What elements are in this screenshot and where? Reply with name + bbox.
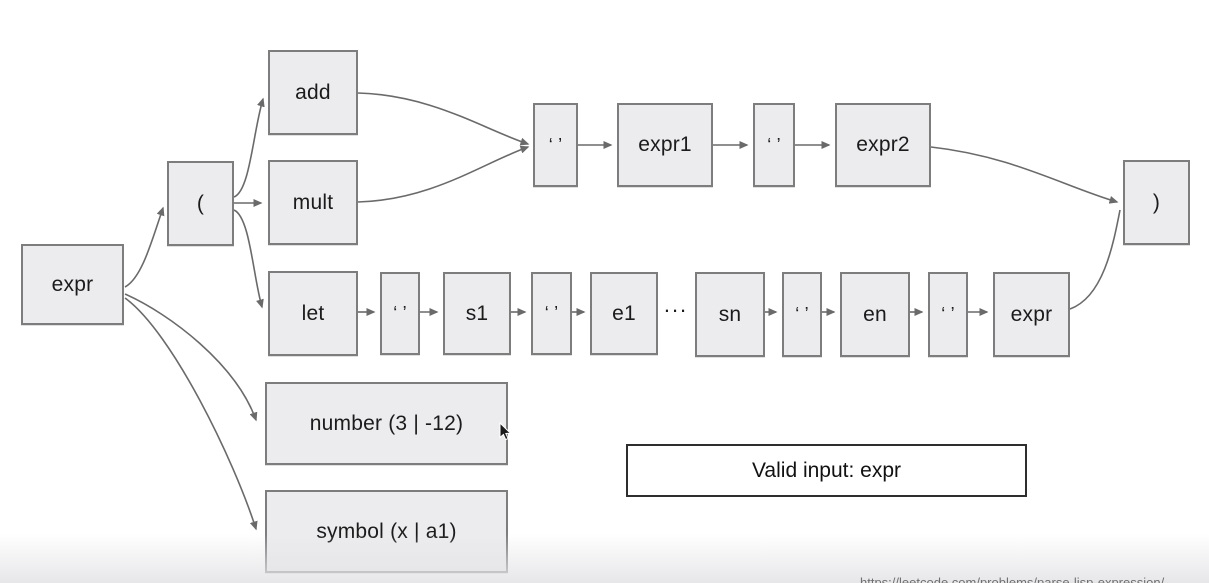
node-let: let <box>268 271 358 356</box>
node-lq2: ‘ ’ <box>531 272 572 355</box>
edge-expr2-to-close-paren <box>930 146 1119 204</box>
node-lq1: ‘ ’ <box>380 272 420 355</box>
edge-open-paren-to-let <box>233 209 264 309</box>
valid-input-box: Valid input: expr <box>626 444 1027 497</box>
valid-input-label: Valid input: expr <box>751 458 902 482</box>
ellipsis-label: ... <box>663 292 689 317</box>
node-s1: s1 <box>443 272 511 355</box>
edge-expr-let-to-close-paren <box>1069 209 1121 310</box>
footer-url-text: https://leetcode.com/problems/parse-lisp… <box>860 575 1165 583</box>
node-lq3: ‘ ’ <box>782 272 822 357</box>
node-sn: sn <box>695 272 765 357</box>
node-lq4: ‘ ’ <box>928 272 968 357</box>
node-expr2: expr2 <box>835 103 931 187</box>
node-expr1: expr1 <box>617 103 713 187</box>
node-q2: ‘ ’ <box>753 103 795 187</box>
node-expr-root: expr <box>21 244 124 325</box>
mouse-cursor-icon <box>499 422 512 441</box>
edge-add-to-q1 <box>357 92 530 146</box>
node-mult: mult <box>268 160 358 245</box>
node-symbol: symbol (x | a1) <box>265 490 508 573</box>
edge-expr-root-to-number <box>124 293 258 422</box>
node-expr-let: expr <box>993 272 1070 357</box>
node-close-paren: ) <box>1123 160 1190 245</box>
node-open-paren: ( <box>167 161 234 246</box>
edge-expr-root-to-symbol <box>124 297 258 531</box>
node-e1: e1 <box>590 272 658 355</box>
edge-open-paren-to-add <box>233 97 265 198</box>
edge-expr-root-to-open-paren <box>124 206 165 288</box>
node-number: number (3 | -12) <box>265 382 508 465</box>
node-en: en <box>840 272 910 357</box>
edge-mult-to-q1 <box>357 145 530 203</box>
node-add: add <box>268 50 358 135</box>
node-q1: ‘ ’ <box>533 103 578 187</box>
